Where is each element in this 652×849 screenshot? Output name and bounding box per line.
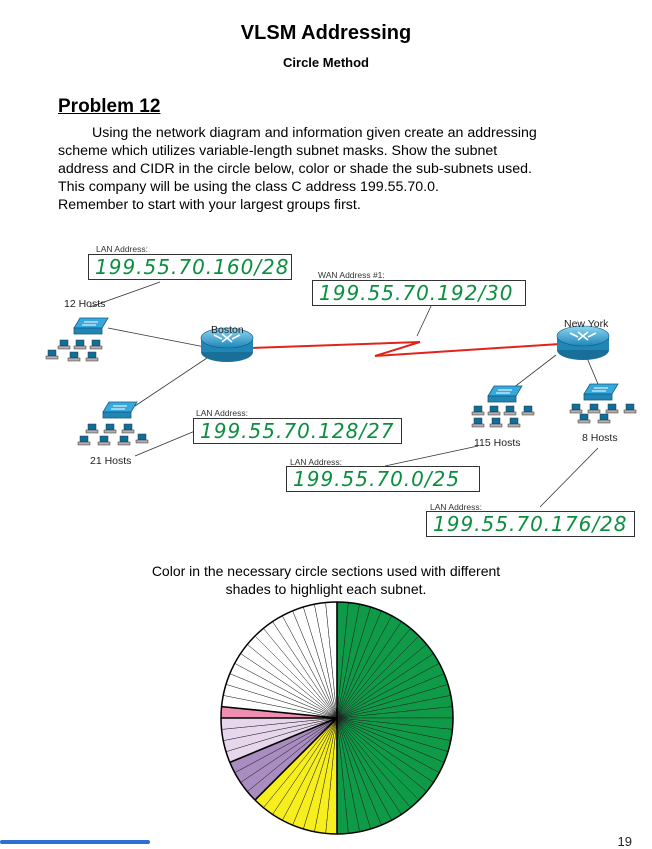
caption-line: shades to highlight each subnet.	[225, 581, 427, 597]
problem-line: This company will be using the class C a…	[58, 179, 439, 195]
lan-21-answer[interactable]: 199.55.70.128/27	[193, 418, 402, 444]
footer-bar	[0, 840, 150, 844]
subnet-boundary	[229, 717, 338, 764]
newyork-label: New York	[564, 318, 609, 330]
lan-label: LAN Address:	[96, 244, 148, 254]
subnet-boundary	[221, 705, 338, 719]
pc-icon	[471, 405, 535, 428]
lan-12-answer[interactable]: 199.55.70.160/28	[88, 254, 292, 280]
caption-line: Color in the necessary circle sections u…	[151, 563, 501, 579]
switch-icon	[583, 383, 619, 401]
circle-outline	[220, 601, 454, 835]
wan-1-answer[interactable]: 199.55.70.192/30	[312, 280, 526, 306]
router-icon	[556, 325, 610, 360]
page-title: VLSM Addressing	[240, 22, 412, 44]
lan-label: LAN Address:	[290, 457, 342, 467]
network-diagram	[45, 281, 637, 508]
hosts-12-label: 12 Hosts	[64, 298, 106, 310]
lan-label: LAN Address:	[196, 408, 248, 418]
switch-icon	[102, 401, 138, 419]
hosts-8-label: 8 Hosts	[582, 432, 618, 444]
problem-text: Using the network diagram and informatio…	[58, 124, 640, 214]
subnet-boundary	[254, 717, 338, 801]
wan-label: WAN Address #1:	[318, 270, 385, 280]
switch-icon	[73, 317, 109, 335]
subnet-circle	[220, 601, 454, 835]
lan-115-answer[interactable]: 199.55.70.0/25	[286, 466, 480, 492]
hosts-115-label: 115 Hosts	[474, 437, 521, 449]
problem-line: Remember to start with your largest grou…	[58, 197, 361, 213]
pc-icon	[77, 423, 149, 446]
subnet-wheel	[220, 601, 454, 835]
problem-line: Using the network diagram and informatio…	[92, 125, 537, 141]
router-icon	[200, 327, 254, 362]
pc-icon	[45, 339, 103, 362]
problem-line: address and CIDR in the circle below, co…	[58, 161, 532, 177]
pc-icon	[569, 403, 637, 424]
circle-caption: Color in the necessary circle sections u…	[0, 562, 652, 598]
lan-8-answer[interactable]: 199.55.70.176/28	[426, 511, 635, 537]
problem-line: scheme which utilizes variable-length su…	[58, 143, 498, 159]
switch-icon	[487, 385, 523, 403]
hosts-21-label: 21 Hosts	[90, 455, 132, 467]
page-subtitle: Circle Method	[283, 55, 369, 70]
problem-heading: Problem 12	[58, 96, 161, 117]
page-number: 19	[617, 834, 632, 849]
boston-label: Boston	[211, 324, 244, 336]
lan-label: LAN Address:	[430, 502, 482, 512]
